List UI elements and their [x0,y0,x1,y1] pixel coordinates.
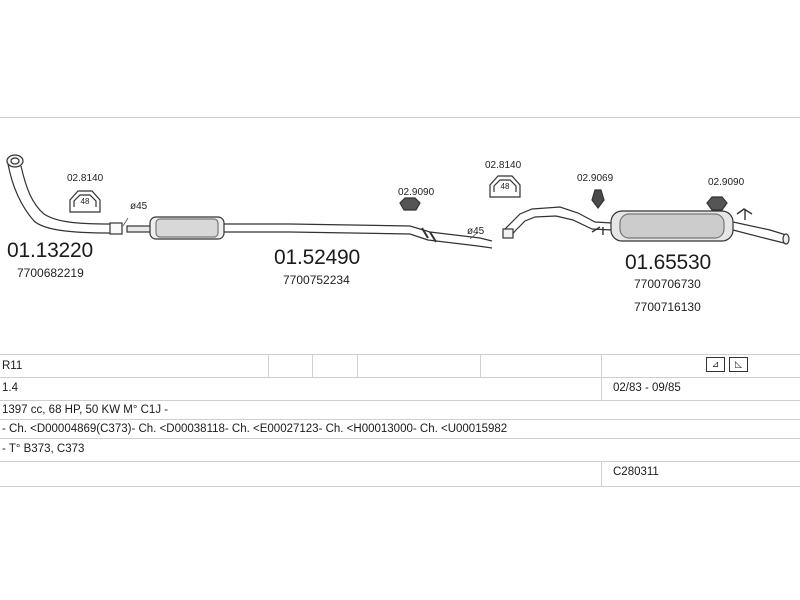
front-pipe-oem: 7700682219 [17,266,84,280]
col-divider-6 [601,462,602,486]
types-cell: - T° B373, C373 [2,443,85,455]
mid-silencer-oem: 7700752234 [283,273,350,287]
exhaust-drawing [6,154,790,249]
diameter-left: ø45 [130,201,148,212]
rear-silencer-code[interactable]: 01.65530 [625,251,711,274]
clamp-right-drawing [489,175,521,198]
mount-rear-a-drawing [591,189,605,209]
table-rule-5 [0,438,800,439]
col-divider-5 [601,355,602,400]
clamp-left-code[interactable]: 02.8140 [67,173,104,184]
right-hand-drive-icon: ◺ [729,357,748,372]
table-rule-1 [0,354,800,355]
col-divider-3 [357,355,358,377]
left-hand-drive-icon: ⊿ [706,357,725,372]
mid-silencer-code[interactable]: 01.52490 [274,246,360,269]
diameter-right: ø45 [467,226,485,237]
mount-rear-b-drawing [706,196,728,211]
col-divider-1 [268,355,269,377]
front-pipe-drawing [6,154,123,235]
catalogue-ref-cell: C280311 [613,466,659,478]
engine-details-cell: 1397 cc, 68 HP, 50 KW M° C1J - [2,404,169,416]
mount-rear-b-code[interactable]: 02.9090 [708,177,745,188]
clamp-left-drawing [69,190,101,213]
col-divider-2 [312,355,313,377]
table-rule-6 [0,461,800,462]
front-pipe-code[interactable]: 01.13220 [7,239,93,262]
mount-mid-drawing [399,197,421,211]
model-cell: R11 [2,360,23,372]
exhaust-diagram: 48 48 02.8140 02.8140 02.9090 02.9069 02… [0,117,800,314]
chassis-cell: - Ch. <D00004869(C373)- Ch. <D00038118- … [2,423,508,435]
table-rule-4 [0,419,800,420]
mount-rear-a-code[interactable]: 02.9069 [577,173,614,184]
rear-silencer-oem-1: 7700706730 [634,277,701,291]
rear-silencer-drawing [502,206,790,245]
clamp-left-badge: 48 [80,197,90,206]
table-rule-7 [0,486,800,487]
table-rule-3 [0,400,800,401]
clamp-right-badge: 48 [500,182,510,191]
mid-silencer-drawing [126,216,493,249]
rear-silencer-oem-2: 7700716130 [634,300,701,314]
clamp-right-code[interactable]: 02.8140 [485,160,522,171]
col-divider-4 [480,355,481,377]
years-cell: 02/83 - 09/85 [613,382,681,394]
top-rule [0,117,800,118]
mount-mid-code[interactable]: 02.9090 [398,187,435,198]
engine-size-cell: 1.4 [2,382,18,394]
table-rule-2 [0,377,800,378]
